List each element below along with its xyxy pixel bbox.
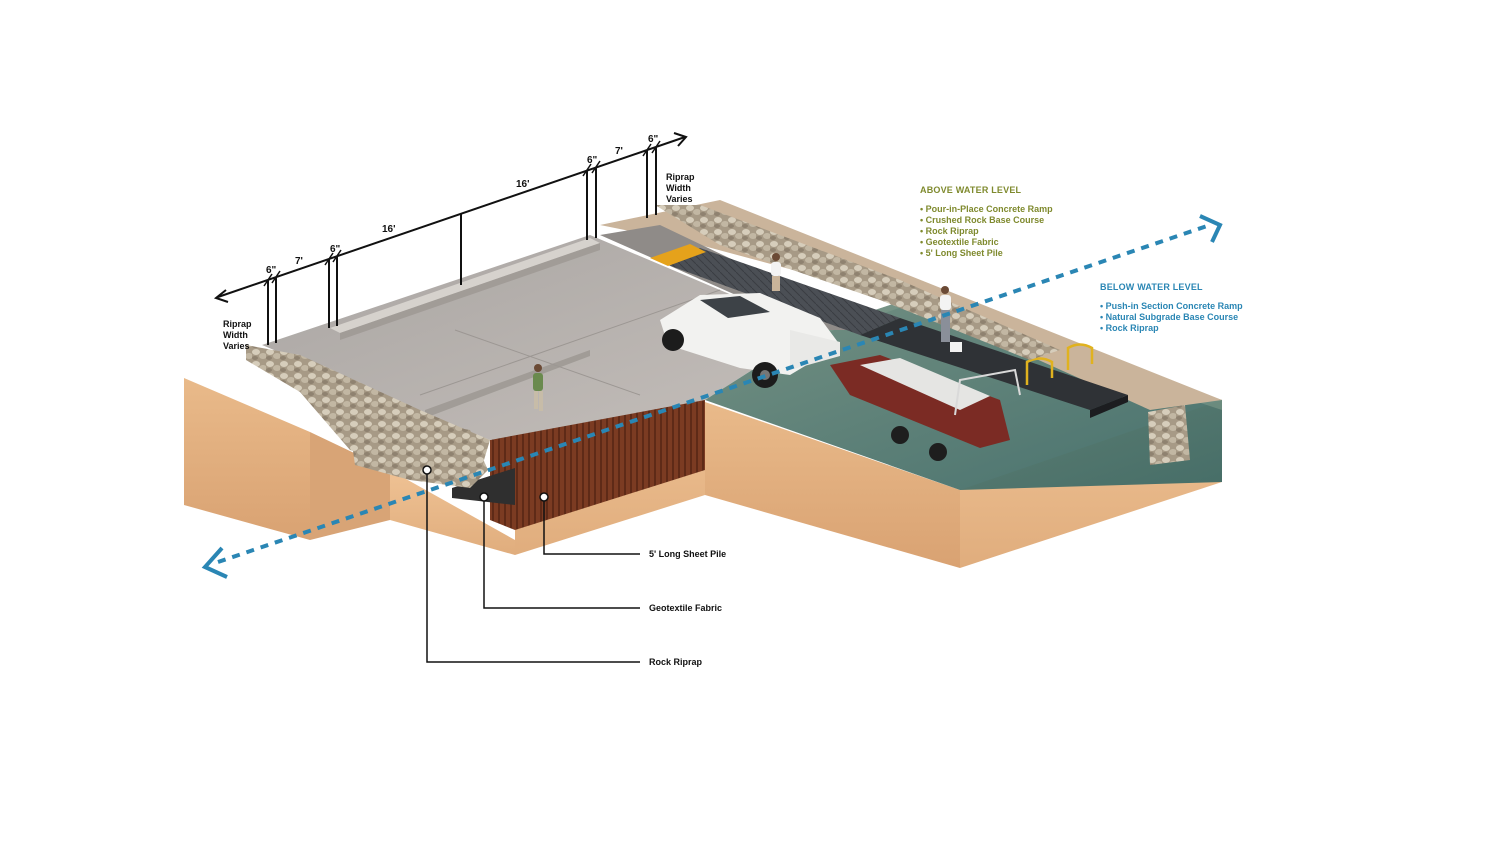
- svg-text:Varies: Varies: [223, 341, 250, 351]
- floating-dock: [860, 318, 1128, 410]
- svg-text:Varies: Varies: [666, 194, 693, 204]
- legend-above-item: • Pour-in-Place Concrete Ramp: [920, 204, 1053, 214]
- legend-above-item: • 5' Long Sheet Pile: [920, 248, 1003, 258]
- dock-railings: [1025, 343, 1094, 385]
- person-on-dock: [940, 286, 962, 352]
- callout-leaders: [426, 470, 640, 663]
- water-level-arrow-left: [201, 546, 228, 579]
- dim-label-7ft-right: 7': [615, 146, 623, 157]
- boat-on-trailer: [830, 355, 1021, 461]
- person-on-ramp: [533, 364, 543, 411]
- dim-label-6in-left: 6": [266, 265, 277, 276]
- dimension-ticks: [263, 140, 661, 287]
- legend-below-title: BELOW WATER LEVEL: [1100, 282, 1203, 292]
- callout-dot-sheet-pile: [539, 492, 549, 502]
- legend-above-water: ABOVE WATER LEVEL • Pour-in-Place Concre…: [920, 185, 1053, 259]
- dim-label-6in-right: 6": [648, 134, 659, 145]
- callout-geotextile: Geotextile Fabric: [649, 603, 722, 613]
- legend-below-item: • Rock Riprap: [1100, 323, 1159, 333]
- legend-above-item: • Rock Riprap: [920, 226, 979, 236]
- legend-above-item: • Geotextile Fabric: [920, 237, 999, 247]
- dim-label-6in-mid-right: 6": [587, 155, 598, 166]
- dim-label-6in-mid-left: 6": [330, 244, 341, 255]
- geotextile-fabric: [452, 468, 515, 505]
- svg-text:Riprap: Riprap: [666, 172, 695, 182]
- pickup-truck: [660, 293, 840, 388]
- rock-riprap: [246, 205, 1190, 488]
- svg-text:Width: Width: [666, 183, 691, 193]
- concrete-ramp: [262, 235, 815, 440]
- svg-text:Width: Width: [223, 330, 248, 340]
- svg-text:Riprap: Riprap: [223, 319, 252, 329]
- dim-label-16ft-right: 16': [516, 179, 530, 190]
- water-level-arrow-right: [1199, 214, 1223, 243]
- legend-above-title: ABOVE WATER LEVEL: [920, 185, 1022, 195]
- yellow-stripe: [650, 244, 706, 266]
- dimension-line: [213, 132, 688, 345]
- riprap-width-label-right: Riprap Width Varies: [666, 172, 695, 204]
- grated-ramp: [660, 248, 900, 335]
- callout-dot-riprap: [422, 465, 432, 475]
- person-upper-ramp: [771, 253, 781, 291]
- legend-below-item: • Natural Subgrade Base Course: [1100, 312, 1239, 322]
- dim-label-16ft-left: 16': [382, 224, 396, 235]
- callout-sheet-pile: 5' Long Sheet Pile: [649, 549, 726, 559]
- legend-below-water: BELOW WATER LEVEL • Push-in Section Conc…: [1100, 282, 1243, 334]
- dim-label-7ft-left: 7': [295, 256, 303, 267]
- riprap-width-label-left: Riprap Width Varies: [223, 319, 252, 351]
- water-level-line: [217, 223, 1211, 564]
- callout-dot-geotextile: [479, 492, 489, 502]
- legend-above-item: • Crushed Rock Base Course: [920, 215, 1045, 225]
- legend-below-item: • Push-in Section Concrete Ramp: [1100, 301, 1243, 311]
- callout-riprap: Rock Riprap: [649, 657, 703, 667]
